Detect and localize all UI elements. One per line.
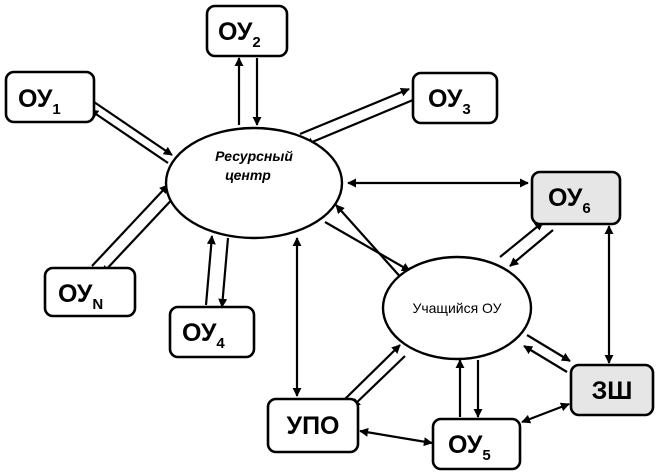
node-student: Учащийся ОУ (381, 255, 533, 361)
ou1-subscript: 1 (52, 101, 60, 118)
svg-text:ОУ1: ОУ1 (18, 85, 61, 118)
ou3-label: ОУ (428, 85, 463, 113)
svg-text:ОУN: ОУN (58, 280, 103, 313)
resource-center-label-line2: центр (225, 167, 271, 183)
edge-center-to-ou3 (299, 87, 410, 136)
edge-ou1-to-center (93, 101, 173, 156)
node-zsh: ЗШ (569, 363, 655, 417)
node-upo: УПО (266, 397, 360, 454)
svg-text:ОУ4: ОУ4 (182, 319, 225, 352)
edge-zsh-ou5 (521, 402, 570, 424)
edge-ou4-to-center (204, 235, 216, 306)
edge-center-to-student (324, 221, 411, 272)
node-oun: ОУN (43, 266, 137, 318)
node-resource-center: Ресурсный центр (164, 126, 344, 240)
edge-student-to-ou6 (499, 221, 544, 258)
oun-subscript: N (92, 296, 103, 313)
ou3-subscript: 3 (462, 101, 470, 118)
ou1-label: ОУ (18, 85, 53, 113)
ou4-label: ОУ (182, 319, 217, 347)
edge-oun-to-center (91, 184, 169, 267)
svg-text:ОУ6: ОУ6 (548, 184, 591, 217)
edge-student-to-zsh (526, 334, 571, 362)
edge-upo-to-student (344, 344, 401, 400)
node-ou3: ОУ3 (411, 71, 499, 125)
ou4-subscript: 4 (216, 335, 225, 352)
node-ou4: ОУ4 (168, 305, 256, 359)
edge-ou6-to-student (509, 229, 554, 267)
svg-text:ОУ5: ОУ5 (448, 431, 491, 464)
edge-zsh-to-student (523, 345, 568, 373)
edge-center-to-ou4 (218, 237, 230, 308)
edge-student-to-center (335, 204, 405, 282)
ou6-subscript: 6 (582, 200, 590, 217)
zsh-label: ЗШ (592, 377, 633, 405)
upo-label: УПО (287, 412, 340, 440)
ou5-subscript: 5 (482, 447, 490, 464)
node-ou2: ОУ2 (205, 4, 289, 58)
ou5-label: ОУ (448, 431, 483, 459)
student-label: Учащийся ОУ (412, 300, 501, 316)
node-ou1: ОУ1 (4, 70, 96, 124)
ou2-label: ОУ (218, 18, 253, 46)
edge-student-to-upo (351, 355, 406, 408)
resource-center-label-line1: Ресурсный (215, 148, 293, 164)
node-ou5: ОУ5 (431, 417, 522, 471)
node-ou6: ОУ6 (530, 170, 622, 226)
ou2-subscript: 2 (252, 34, 260, 51)
edge-center-to-ou1 (89, 109, 169, 164)
svg-text:ОУ3: ОУ3 (428, 85, 471, 118)
oun-label: ОУ (58, 280, 93, 308)
svg-text:ОУ2: ОУ2 (218, 18, 261, 51)
edge-upo-ou5 (359, 427, 433, 447)
edge-ou3-to-center (304, 98, 414, 147)
edge-center-to-oun (101, 192, 179, 275)
ou6-label: ОУ (548, 184, 583, 212)
connections (89, 57, 614, 447)
